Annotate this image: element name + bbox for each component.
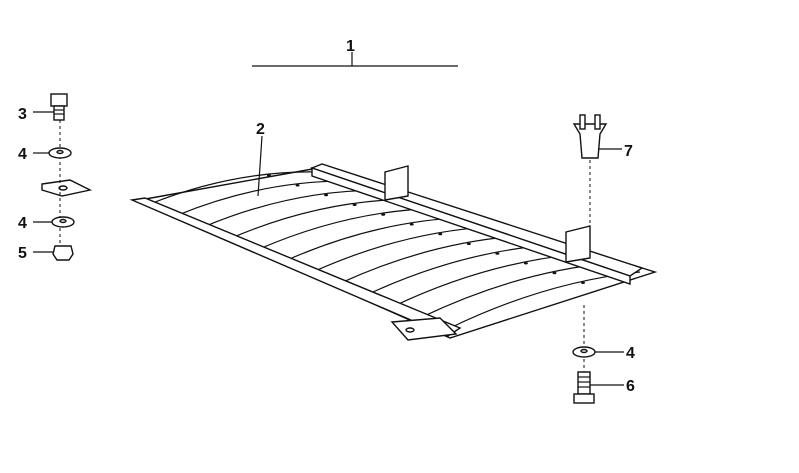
bolt-6 (573, 371, 595, 404)
callout-3: 3 (18, 106, 27, 123)
clip-nut-7 (572, 114, 608, 159)
washer-4-right (572, 346, 596, 358)
nut-5 (52, 245, 74, 261)
callout-5: 5 (18, 245, 27, 262)
rivet-hole (495, 252, 500, 255)
rivet-hole (552, 271, 557, 275)
rivet-hole (409, 223, 414, 226)
rivet-hole (523, 262, 528, 265)
callout-4: 4 (18, 215, 27, 232)
bolt-3 (50, 93, 68, 121)
washer-4-lower (51, 216, 75, 228)
rivet-hole (438, 232, 443, 236)
washer-4-upper (48, 147, 72, 159)
leader-lines (33, 111, 624, 386)
tray-rib (149, 171, 321, 205)
callout-4: 4 (18, 146, 27, 163)
callout-2: 2 (256, 121, 265, 138)
rivet-hole (352, 203, 357, 207)
callout-6: 6 (626, 378, 635, 395)
underbody-guard (41, 163, 658, 341)
callout-1: 1 (346, 38, 355, 55)
rivet-hole (295, 184, 300, 187)
rivet-hole (581, 281, 585, 284)
rivet-hole (267, 174, 271, 177)
callout-4: 4 (626, 345, 635, 362)
rivet-hole (381, 213, 386, 216)
callout-7: 7 (624, 143, 633, 160)
rivet-hole (324, 193, 329, 197)
assembly-marker (252, 52, 458, 67)
rivet-hole (466, 242, 471, 246)
